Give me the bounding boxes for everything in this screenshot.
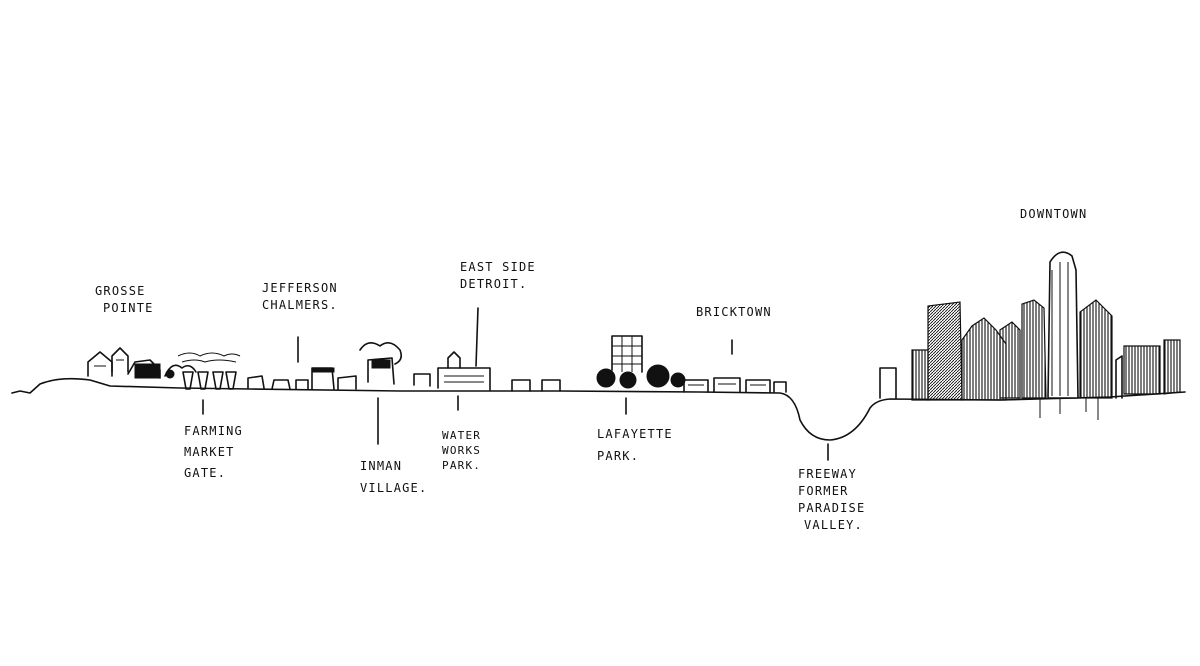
small-blocks: [511, 379, 561, 392]
ground-line: [11, 377, 1186, 441]
label-jefferson-chalmers: JEFFERSON CHALMERS.: [262, 281, 338, 312]
label-inman-village: INMAN VILLAGE.: [360, 459, 428, 495]
label-downtown: DOWNTOWN: [1020, 207, 1088, 221]
bricktown-row: [683, 377, 787, 393]
leader-lines: [202, 307, 829, 461]
downtown-skyline: [879, 251, 1181, 420]
label-water-works-park: WATER WORKS PARK.: [442, 429, 482, 472]
label-freeway-paradise-valley: FREEWAY FORMER PARADISE VALLEY.: [798, 467, 866, 532]
label-farming-market-gate: FARMING MARKET GATE.: [184, 424, 243, 480]
label-lafayette-park: LAFAYETTE PARK.: [597, 427, 673, 463]
label-bricktown: BRICKTOWN: [696, 305, 772, 319]
jefferson-chalmers-buildings: [247, 367, 357, 390]
grosse-pointe-houses: [87, 347, 197, 379]
lafayette-park-trees: [596, 335, 686, 389]
water-works-buildings: [437, 351, 491, 391]
label-east-side-detroit: EAST SIDE DETROIT.: [460, 260, 536, 291]
inman-village-cluster: [359, 342, 431, 387]
label-grosse-pointe: GROSSE POINTE: [95, 284, 154, 315]
farming-market-gate: [177, 352, 241, 390]
